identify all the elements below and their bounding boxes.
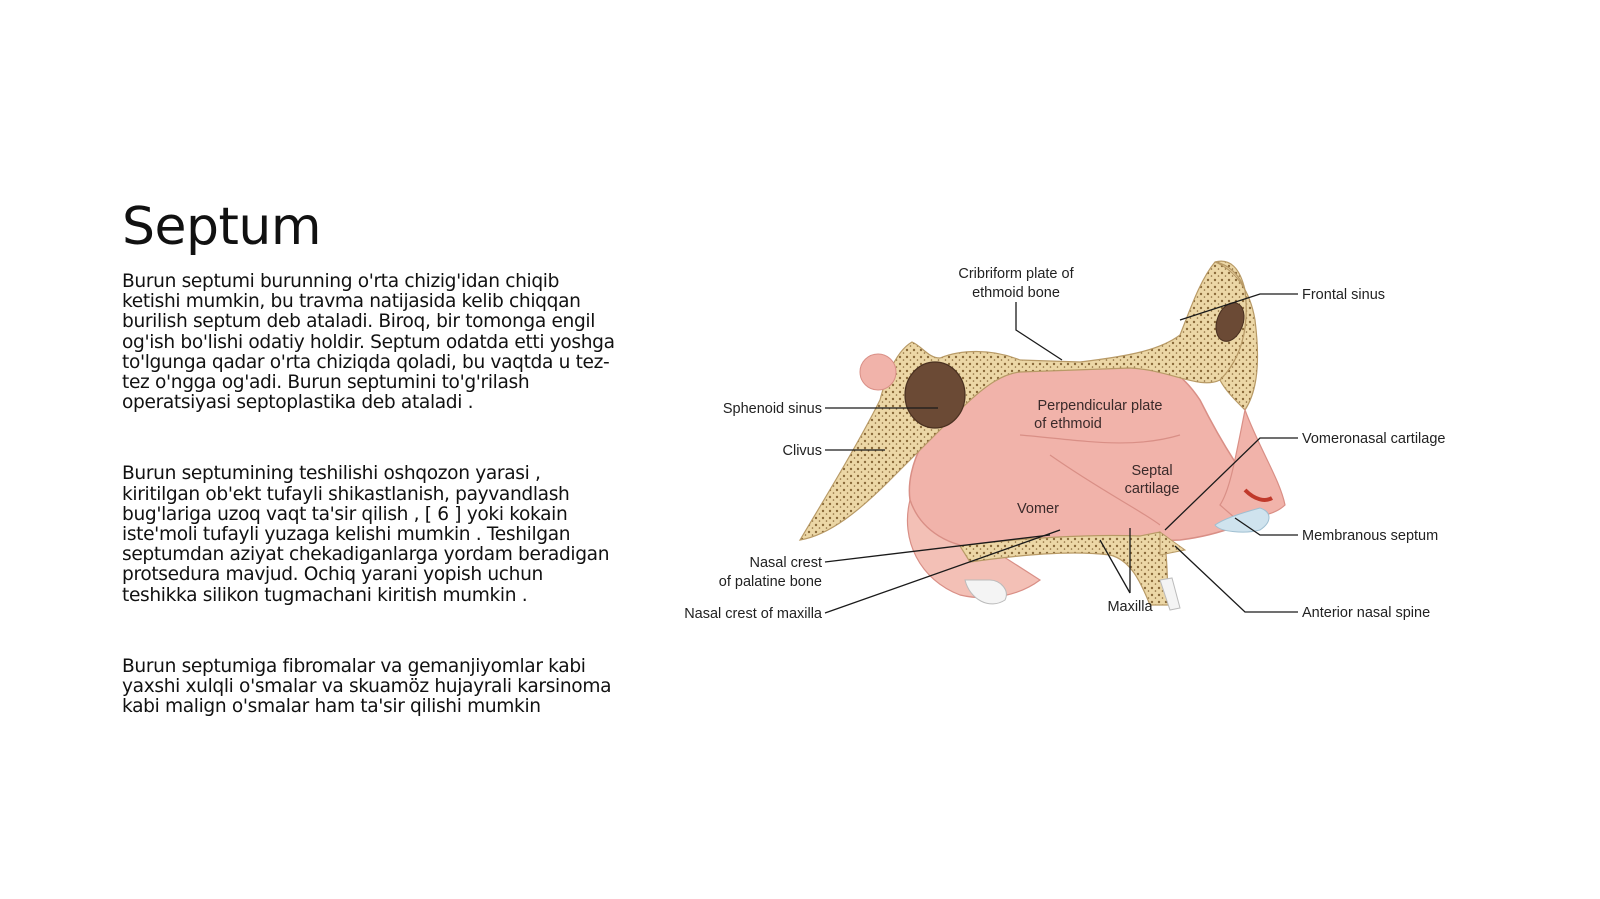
label-septal-cartilage-line1: Septal: [1131, 463, 1172, 479]
frontal-sinus-cavity: [1215, 302, 1245, 342]
label-vomeronasal-cartilage: Vomeronasal cartilage: [1302, 431, 1445, 447]
label-maxilla: Maxilla: [1107, 599, 1153, 615]
label-frontal-sinus: Frontal sinus: [1302, 287, 1385, 303]
membranous-septum-shape: [1214, 507, 1270, 533]
label-anterior-nasal-spine: Anterior nasal spine: [1302, 605, 1430, 621]
label-nasal-crest-palatine-line1: Nasal crest: [749, 555, 822, 571]
label-sphenoid-sinus: Sphenoid sinus: [723, 401, 822, 417]
label-septal-cartilage-line2: cartilage: [1125, 481, 1180, 497]
nasal-septum-diagram: Cribriform plate of ethmoid bone Frontal…: [684, 260, 1445, 622]
nostril-edge: [1243, 488, 1273, 502]
incisor-shape: [1159, 577, 1181, 611]
label-membranous-septum: Membranous septum: [1302, 528, 1438, 544]
paragraph-deviated-septum: Burun septumi burunning o'rta chizig'ida…: [122, 271, 615, 414]
label-perpendicular-plate-line2: of ethmoid: [1034, 416, 1102, 432]
leader-lines: [824, 293, 1298, 614]
teeth-shape: [964, 579, 1007, 605]
paragraph-septum-tumors: Burun septumiga fibromalar va gemanjiyom…: [122, 655, 612, 718]
label-cribriform-plate-line2: ethmoid bone: [972, 285, 1060, 301]
label-nasal-crest-maxilla: Nasal crest of maxilla: [684, 606, 823, 622]
label-nasal-crest-palatine-line2: of palatine bone: [719, 574, 822, 590]
septum-division-lines: [1019, 434, 1181, 526]
label-perpendicular-plate-line1: Perpendicular plate: [1038, 398, 1163, 414]
pituitary-shape: [859, 353, 897, 391]
frontal-nasal-bone: [1214, 261, 1259, 411]
label-vomer: Vomer: [1017, 501, 1059, 517]
label-clivus: Clivus: [783, 443, 822, 459]
sphenoid-sinus-cavity: [904, 361, 966, 429]
paragraph-perforated-septum: Burun septumining teshilishi oshqozon ya…: [122, 463, 610, 606]
body-text: Burun septumi burunning o'rta chizig'ida…: [122, 271, 622, 768]
label-cribriform-plate-line1: Cribriform plate of: [958, 266, 1074, 282]
slide-title: Septum: [122, 197, 322, 257]
